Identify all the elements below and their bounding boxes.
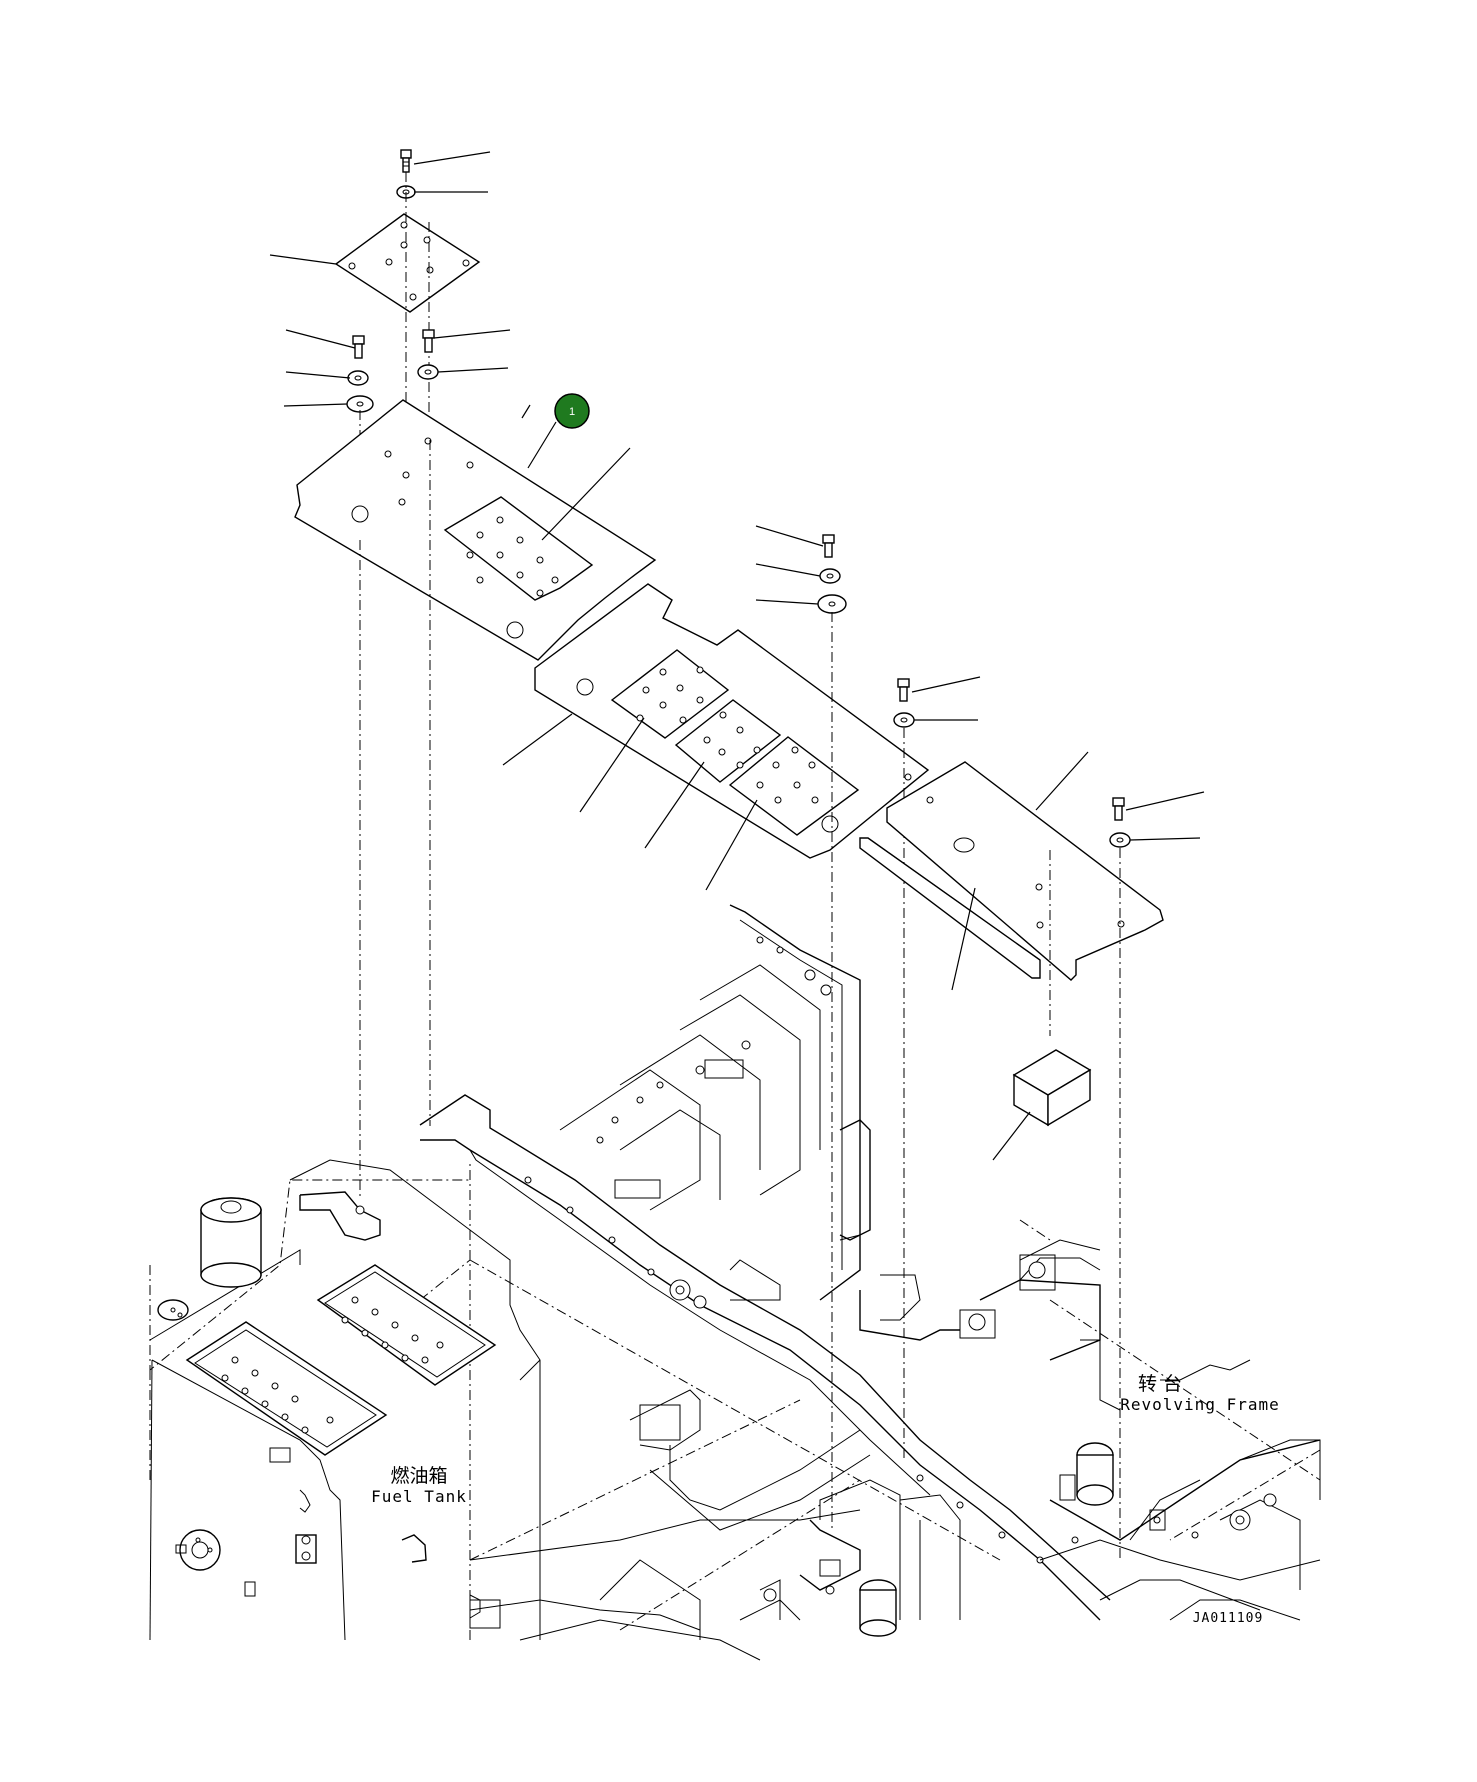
callout-1-label: 1	[569, 406, 575, 418]
revolving-frame-label-en: Revolving Frame	[1120, 1395, 1280, 1414]
revolving-frame-label-cn: 转 台	[1138, 1373, 1182, 1395]
cushion-block	[1012, 1049, 1092, 1127]
floor-plate-middle	[534, 583, 930, 859]
floor-plate-left	[294, 399, 657, 661]
square-cover-plate	[334, 213, 481, 313]
middle-bolt-stack	[817, 534, 847, 614]
drawing-code: JA011109	[1193, 1611, 1264, 1626]
top-bolt	[400, 149, 412, 173]
rubber-strip	[859, 837, 1041, 979]
revolving-frame-structure	[419, 904, 1321, 1661]
fuel-tank-label-en: Fuel Tank	[371, 1487, 467, 1506]
fuel-tank	[149, 1159, 541, 1641]
far-right-bolt-stack	[1109, 797, 1131, 848]
middle-plate-holes	[636, 666, 819, 804]
right-bolt-stack	[417, 329, 439, 380]
right-cover-plate	[886, 761, 1164, 981]
callout-1[interactable]: 1	[521, 393, 590, 429]
fuel-tank-label-cn: 燃油箱	[390, 1465, 447, 1487]
right-middle-bolt-stack	[893, 678, 915, 728]
